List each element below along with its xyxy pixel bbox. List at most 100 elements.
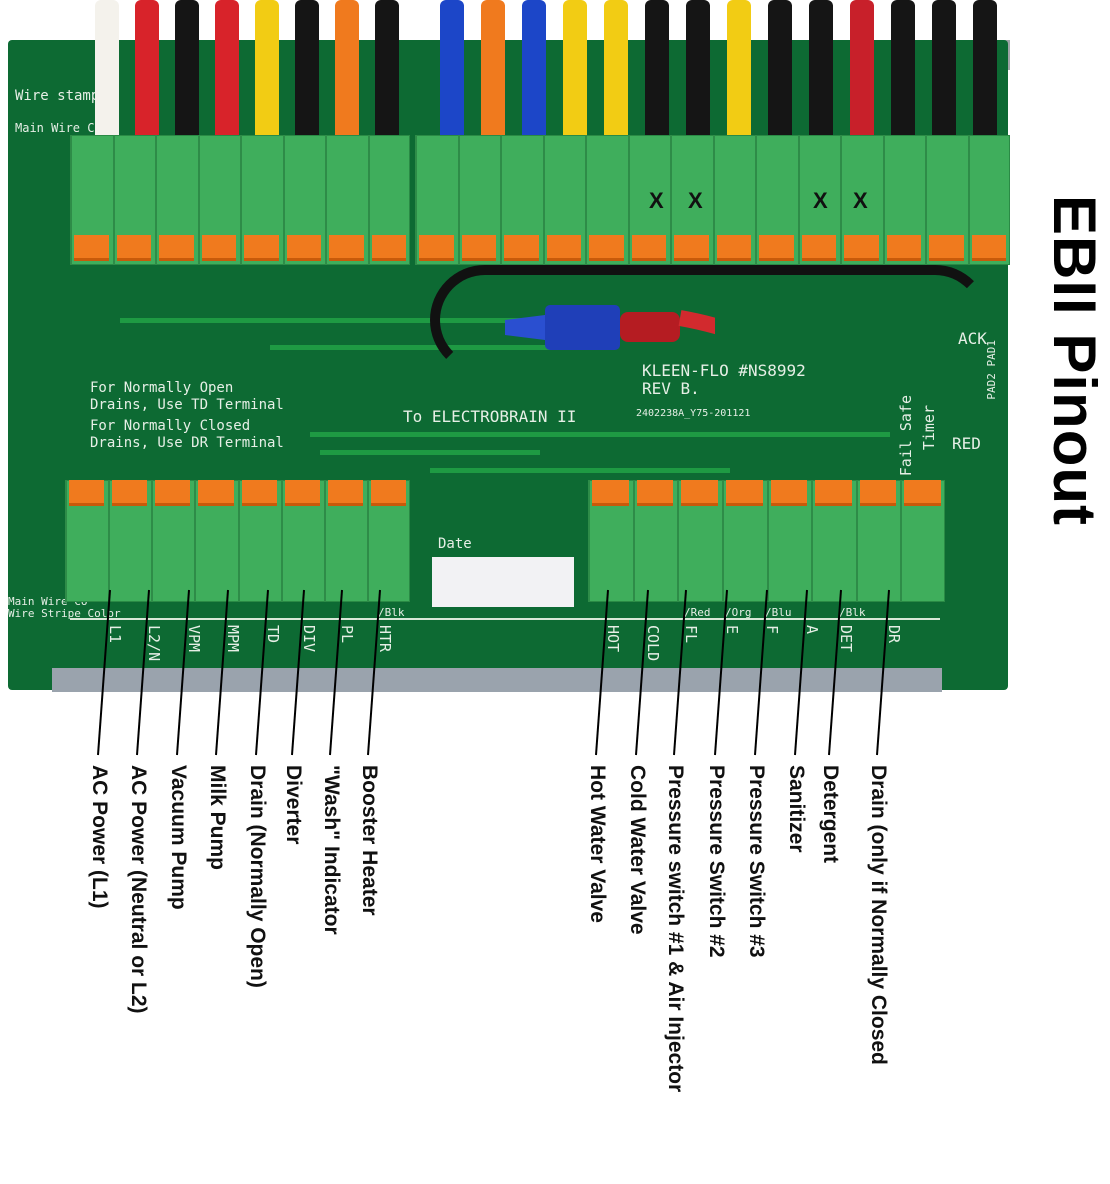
pin-label: Pressure Switch #2	[705, 765, 728, 958]
pin-label: Drain (Normally Open)	[246, 765, 269, 988]
terminal-lever	[725, 480, 763, 506]
serial-label: 2402238A_Y75-201121	[636, 408, 751, 419]
terminal-slot	[542, 135, 586, 265]
pcb-trace	[430, 468, 730, 473]
terminal-lever	[155, 480, 191, 506]
terminal-lever	[159, 235, 194, 261]
pin-label: Sanitizer	[785, 765, 808, 853]
pin-label: Hot Water Valve	[586, 765, 609, 923]
terminal-lever	[201, 235, 236, 261]
red-label: RED	[952, 434, 981, 453]
terminal-slot	[670, 135, 713, 265]
x-mark: X	[813, 188, 828, 213]
pin-label: Milk Pump	[206, 765, 229, 871]
terminal-code: COLD	[644, 625, 662, 662]
date-label: Date	[438, 536, 472, 552]
terminal-slot	[900, 480, 945, 602]
leader-line	[291, 589, 305, 756]
terminal-slot	[627, 135, 671, 265]
terminal-slot	[500, 135, 543, 265]
terminal-lever	[844, 235, 879, 261]
terminal-code: DET	[837, 625, 855, 653]
terminal-lever	[419, 235, 454, 261]
terminal-slot	[240, 135, 283, 265]
leader-line	[255, 589, 269, 756]
terminal-slot	[197, 135, 241, 265]
pin-label: Pressure Switch #3	[745, 765, 768, 958]
pin-label: Pressure switch #1 & Air Injector	[664, 765, 687, 1093]
note-normally-open: For Normally Open Drains, Use TD Termina…	[90, 380, 284, 413]
terminal-slot	[70, 135, 113, 265]
terminal-lever	[592, 480, 629, 506]
leader-line	[876, 589, 890, 756]
terminal-slot	[721, 480, 767, 602]
leader-line	[595, 589, 609, 756]
leader-line	[367, 589, 381, 756]
leader-line	[828, 589, 842, 756]
terminal-lever	[589, 235, 624, 261]
pin-label: AC Power (L1)	[88, 765, 111, 909]
terminal-slot	[585, 135, 628, 265]
terminal-slot	[840, 135, 883, 265]
terminal-slot	[855, 480, 901, 602]
terminal-slot	[797, 135, 841, 265]
leader-line	[329, 589, 343, 756]
leader-line	[714, 589, 728, 756]
stripe-color: /Org	[725, 606, 752, 619]
pin-label: Cold Water Valve	[626, 765, 649, 935]
pin-label: "Wash" Indicator	[320, 765, 343, 935]
terminal-slot	[325, 135, 368, 265]
wire-stamp-label: Wire stamp	[15, 88, 100, 104]
terminal-lever	[329, 235, 364, 261]
terminal-lever	[546, 235, 581, 261]
terminal-lever	[801, 235, 836, 261]
terminal-lever	[859, 480, 897, 506]
pin-label: Booster Heater	[358, 765, 381, 916]
silk-divider	[70, 618, 940, 620]
terminal-slot	[282, 135, 326, 265]
terminal-lever	[631, 235, 666, 261]
terminal-lever	[759, 235, 794, 261]
stripe-color: /Blk	[378, 606, 405, 619]
terminal-lever	[504, 235, 539, 261]
pcb-trace	[120, 318, 600, 323]
terminal-slot	[108, 480, 151, 602]
terminal-lever	[371, 235, 406, 261]
terminal-slot	[588, 480, 633, 602]
terminal-slot	[755, 135, 798, 265]
terminal-slot	[112, 135, 156, 265]
black-jumper-wire	[430, 265, 990, 375]
terminal-lever	[370, 480, 406, 506]
pin-label: Vacuum Pump	[167, 765, 190, 910]
terminal-lever	[286, 235, 321, 261]
terminal-slot	[65, 480, 108, 602]
terminal-slot	[712, 135, 756, 265]
terminal-slot	[967, 135, 1011, 265]
terminal-lever	[74, 235, 109, 261]
terminal-code: MPM	[224, 625, 242, 653]
terminal-slot	[632, 480, 678, 602]
pin-label: Detergent	[819, 765, 842, 864]
leader-line	[794, 589, 808, 756]
terminal-lever	[971, 235, 1006, 261]
terminal-lever	[886, 235, 921, 261]
x-mark: X	[688, 188, 703, 213]
wire-stripe-color-label: Wire Stripe Color	[8, 607, 121, 620]
terminal-slot	[811, 480, 856, 602]
terminal-slot	[366, 480, 410, 602]
leader-line	[754, 589, 768, 756]
terminal-slot	[925, 135, 968, 265]
terminal-lever	[284, 480, 320, 506]
pcb-trace	[310, 432, 890, 437]
terminal-lever	[116, 235, 151, 261]
terminal-lever	[716, 235, 751, 261]
terminal-slot	[882, 135, 926, 265]
x-mark: X	[853, 188, 868, 213]
pin-label: Drain (only if Normally Closed	[867, 765, 890, 1065]
x-mark: X	[649, 188, 664, 213]
terminal-lever	[327, 480, 363, 506]
terminal-code: TD	[264, 625, 282, 644]
terminal-slot	[151, 480, 194, 602]
stripe-color: /Blu	[765, 606, 792, 619]
terminal-lever	[681, 480, 718, 506]
